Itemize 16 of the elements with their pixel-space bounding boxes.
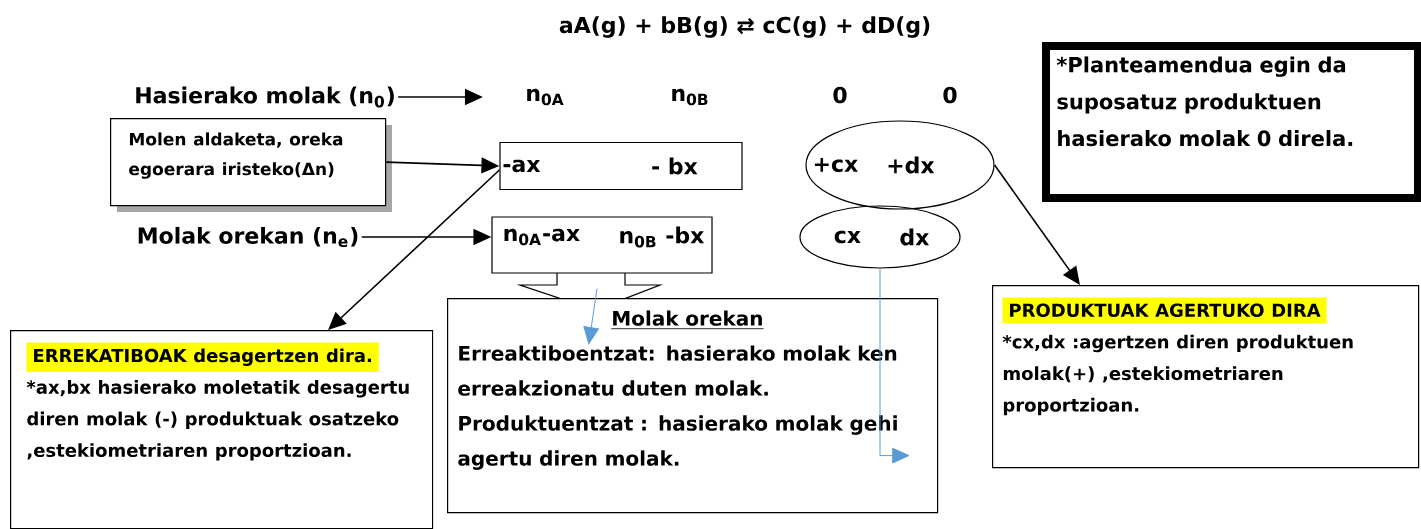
change-box: -ax - bx [499, 141, 743, 191]
arrow [993, 164, 1080, 285]
explanation-box: ERREKATIBOAK desagertzen dira. *ax,bx hasierako moletatik desagertu diren molak (-) produktuak osatzeko ,estekiometriaren proportzioan. [10, 330, 434, 529]
arrow [583, 288, 599, 345]
row-label: Hasierako molak (n$_{0}$) [136, 86, 394, 108]
equation: aA(g) + bB(g) ⇄ cC(g) + dD(g) [559, 16, 930, 38]
equilibrium-box: n$_{0A}$-ax n$_{0B}$ -bx [491, 216, 713, 274]
row-label: Molak orekan (n$_{e}$) [138, 226, 358, 248]
cell-value: n$_{0A}$ [527, 88, 564, 106]
arrow [879, 268, 910, 464]
arrow [328, 169, 501, 330]
cell-value: n$_{0B}$ [672, 88, 708, 106]
explanation-box: Molak orekan Erreaktiboentzat: hasierako molak ken erreakzionatu duten molak. Produktuentzat : hasierako molak gehi agertu diren molak. [447, 298, 939, 514]
note-box: Molen aldaketa, oreka egoerara iristeko(Δn) [110, 118, 392, 212]
explanation-box: PRODUKTUAK AGERTUKO DIRA *cx,dx :agertzen diren produktuen molak(+) ,estekiometriaren proportzioan. [992, 285, 1420, 469]
note-box: *Planteamendua egin da suposatuz produktuen hasierako molak 0 direla. [1042, 42, 1421, 202]
